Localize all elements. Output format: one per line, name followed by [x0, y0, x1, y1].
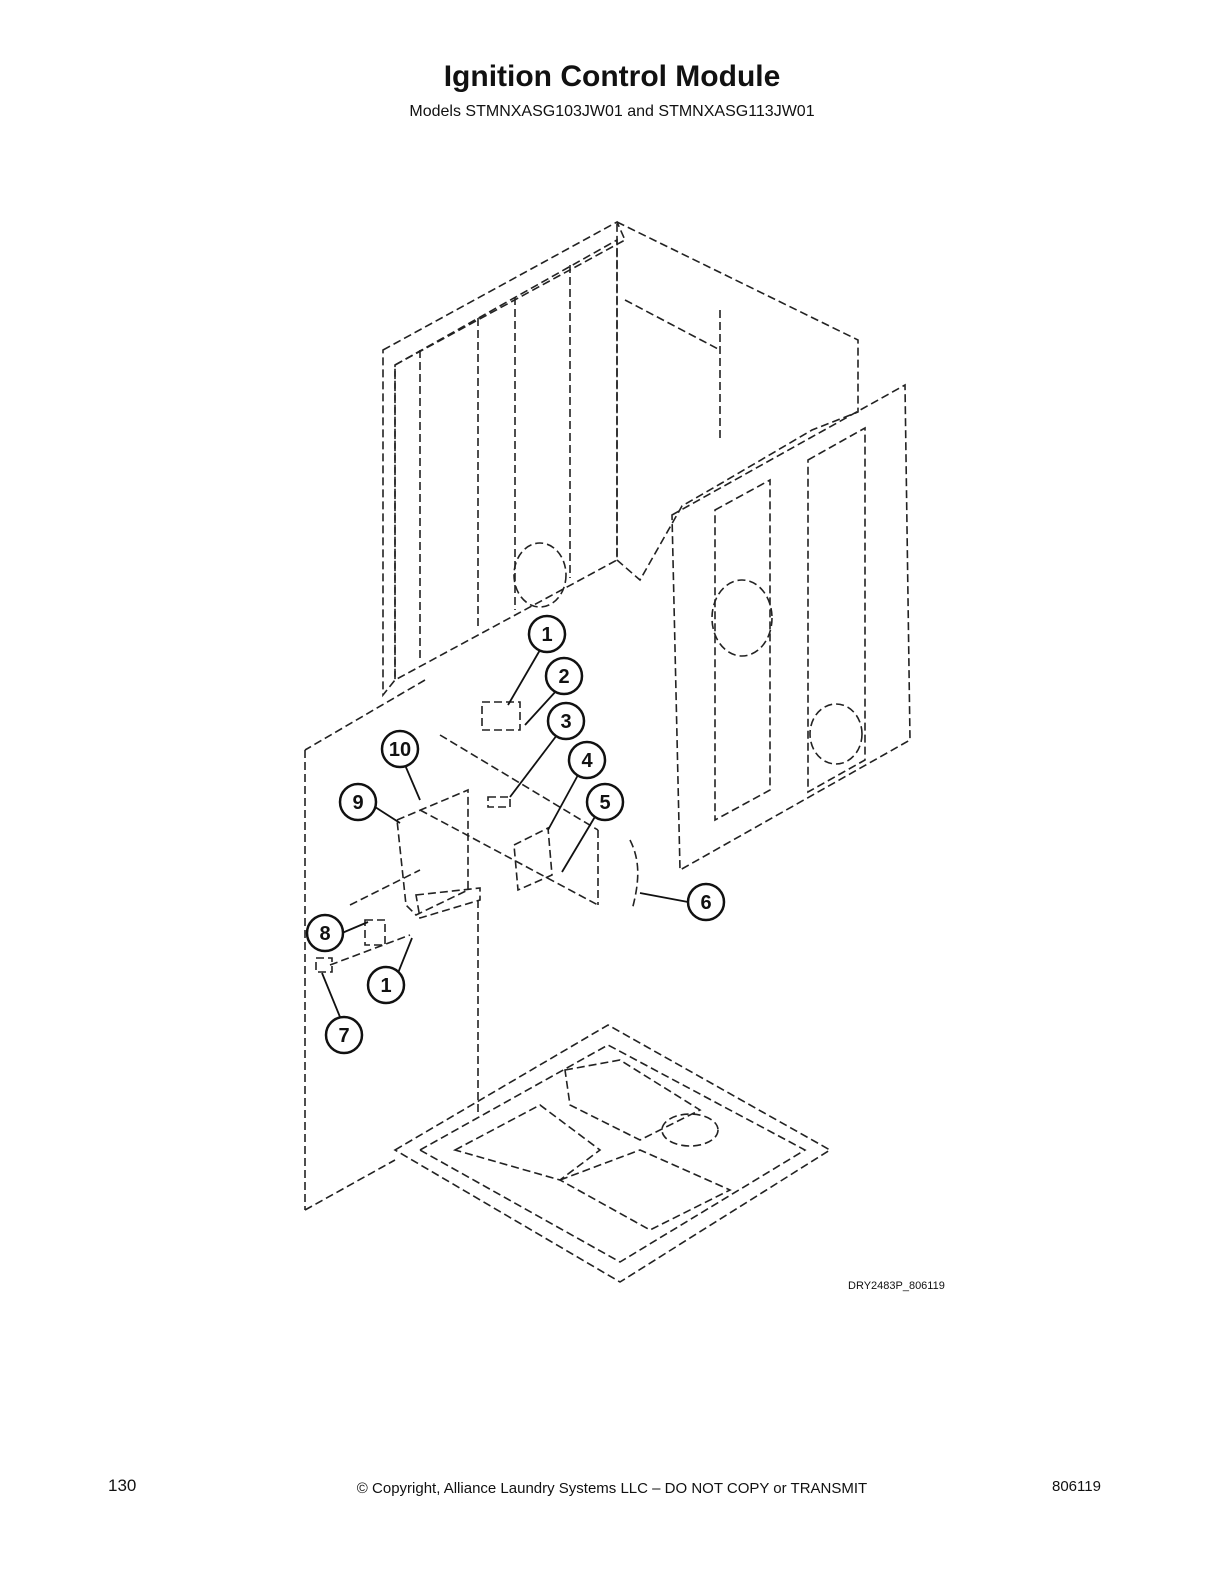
callout-1-top: 1 — [527, 614, 567, 654]
page-title: Ignition Control Module — [443, 60, 781, 93]
svg-text:4: 4 — [581, 750, 593, 772]
callout-10: 10 — [380, 729, 420, 769]
copyright-notice: © Copyright, Alliance Laundry Systems LL… — [356, 1480, 868, 1497]
svg-text:8: 8 — [319, 923, 330, 945]
callout-1-bottom: 1 — [366, 965, 406, 1005]
callout-4: 4 — [567, 740, 607, 780]
callout-6: 6 — [686, 882, 726, 922]
cabinet-outline — [304, 220, 911, 1283]
svg-text:7: 7 — [338, 1025, 349, 1047]
svg-text:1: 1 — [541, 624, 552, 646]
drawing-id: DRY2483P_806119 — [848, 1280, 945, 1292]
callout-9: 9 — [338, 782, 378, 822]
callout-3: 3 — [546, 701, 586, 741]
callout-7: 7 — [324, 1015, 364, 1055]
svg-text:1: 1 — [380, 975, 391, 997]
callout-arrows — [321, 649, 689, 1018]
svg-text:9: 9 — [352, 792, 363, 814]
document-number: 806119 — [1052, 1478, 1101, 1495]
callout-2: 2 — [544, 656, 584, 696]
svg-text:10: 10 — [389, 739, 411, 761]
svg-text:3: 3 — [560, 711, 571, 733]
svg-text:5: 5 — [599, 792, 610, 814]
page-subtitle: Models STMNXASG103JW01 and STMNXASG113JW… — [409, 103, 815, 120]
svg-text:2: 2 — [558, 666, 569, 688]
svg-text:6: 6 — [700, 892, 711, 914]
callout-8: 8 — [305, 913, 345, 953]
page-number: 130 — [108, 1476, 137, 1495]
callout-5: 5 — [585, 782, 625, 822]
